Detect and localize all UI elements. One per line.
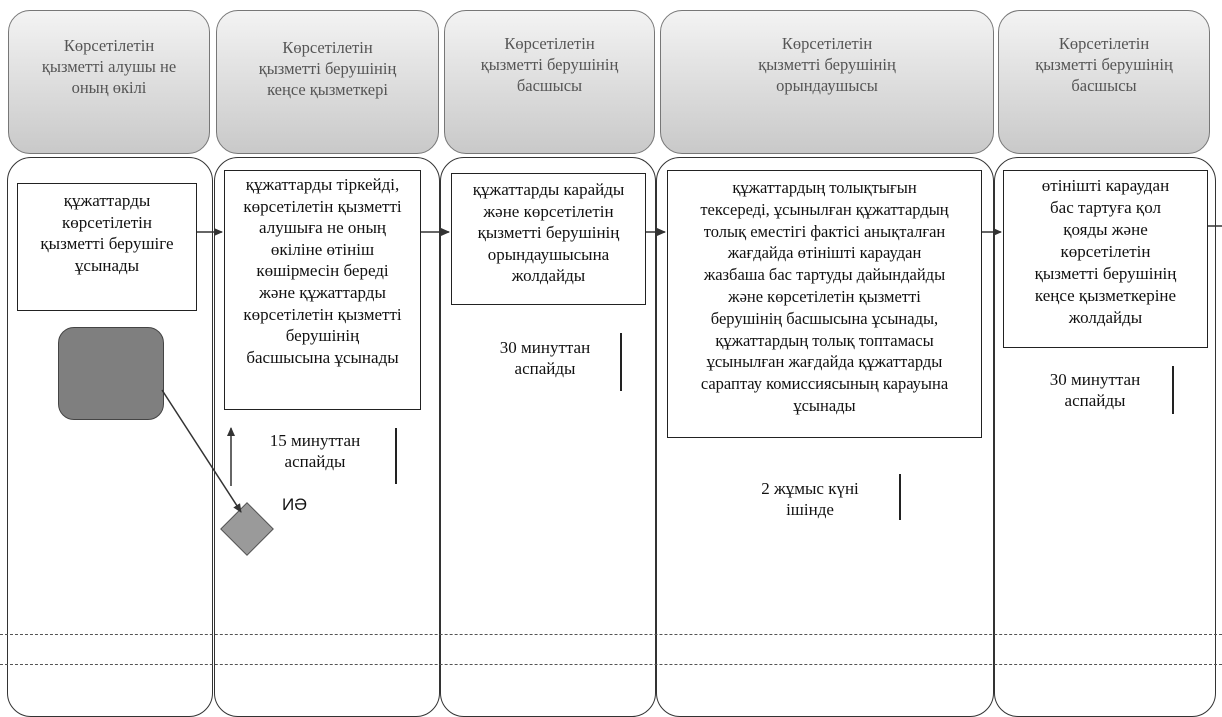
header-label: Көрсетілетін қызметті берушінің басшысы [1035, 34, 1173, 95]
header-service-recipient: Көрсетілетін қызметті алушы не оның өкіл… [8, 10, 210, 154]
duration-marker [620, 333, 622, 391]
step-text: өтінішті караудан бас тартуға қол қояды … [1034, 176, 1177, 327]
step-text: құжаттарды тіркейді, көрсетілетін қызмет… [243, 175, 402, 367]
dashed-divider [0, 664, 1222, 665]
dashed-divider [0, 634, 1222, 635]
duration-text: 2 жұмыс күні ішінде [761, 479, 859, 519]
step-text: құжаттардың толықтығын тексереді, ұсыныл… [700, 178, 949, 415]
end-node-label: ИӘ [282, 495, 308, 514]
header-label: Көрсетілетін қызметті берушінің орындауш… [758, 34, 896, 95]
header-label: Көрсетілетін қызметті берушінің кеңсе қы… [258, 38, 397, 99]
step-review-documents: құжаттарды карайды және көрсетілетін қыз… [451, 173, 646, 305]
header-label: Көрсетілетін қызметті берушінің басшысы [480, 34, 619, 95]
duration-head-2: 30 минуттан аспайды [1030, 369, 1160, 411]
header-label: Көрсетілетін қызметті алушы не оның өкіл… [41, 36, 177, 97]
header-head-2: Көрсетілетін қызметті берушінің басшысы [998, 10, 1210, 154]
duration-text: 30 минуттан аспайды [499, 338, 591, 378]
step-submit-documents: құжаттарды көрсетілетін қызметті берушіг… [17, 183, 197, 311]
step-register-documents: құжаттарды тіркейді, көрсетілетін қызмет… [224, 170, 421, 410]
step-check-completeness: құжаттардың толықтығын тексереді, ұсыныл… [667, 170, 982, 438]
step-sign-refusal: өтінішті караудан бас тартуға қол қояды … [1003, 170, 1208, 348]
duration-office-employee: 15 минуттан аспайды [250, 430, 380, 472]
duration-text: 15 минуттан аспайды [269, 431, 361, 471]
duration-marker [899, 474, 901, 520]
step-text: құжаттарды көрсетілетін қызметті берушіг… [40, 191, 174, 275]
duration-marker [395, 428, 397, 484]
duration-marker [1172, 366, 1174, 414]
start-node [58, 327, 164, 420]
header-executor: Көрсетілетін қызметті берушінің орындауш… [660, 10, 994, 154]
duration-text: 30 минуттан аспайды [1049, 370, 1141, 410]
header-office-employee: Көрсетілетін қызметті берушінің кеңсе қы… [216, 10, 439, 154]
header-head-1: Көрсетілетін қызметті берушінің басшысы [444, 10, 655, 154]
duration-head-1: 30 минуттан аспайды [480, 337, 610, 379]
step-text: құжаттарды карайды және көрсетілетін қыз… [472, 180, 625, 286]
arrow-start-to-end [161, 389, 242, 513]
duration-executor: 2 жұмыс күні ішінде [745, 478, 875, 520]
